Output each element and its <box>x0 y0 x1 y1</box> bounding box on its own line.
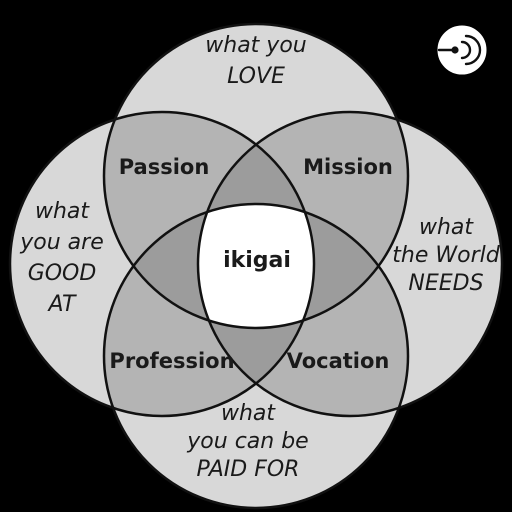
paid-for-label-line3: PAID FOR <box>197 457 300 482</box>
paid-for-label-line2: you can be <box>186 429 308 454</box>
love-label-line1: what you <box>205 33 306 58</box>
mission-label: Mission <box>303 155 393 179</box>
podcast-icon <box>437 25 487 75</box>
love-label-line2: LOVE <box>227 64 285 89</box>
world-needs-label-line3: NEEDS <box>408 271 483 296</box>
circle-outlines <box>8 22 504 510</box>
overlap-top-left-bottom <box>104 204 314 328</box>
good-at-label-line2: you are <box>19 230 103 255</box>
overlap-top-left-right <box>198 112 314 328</box>
passion-label: Passion <box>119 155 210 179</box>
world-needs-label-line2: the World <box>392 243 500 268</box>
overlap-bottom-left-right <box>198 204 314 416</box>
good-at-label-line1: what <box>35 199 90 224</box>
triple-overlap-fills <box>104 112 408 416</box>
good-at-label-line3: GOOD <box>28 261 97 286</box>
paid-for-label-line1: what <box>221 401 276 426</box>
world-needs-label-line1: what <box>419 215 474 240</box>
vocation-label: Vocation <box>287 349 390 373</box>
good-at-label-line4: AT <box>47 292 77 317</box>
overlap-top-right-bottom <box>198 204 408 328</box>
ikigai-label: ikigai <box>223 248 291 273</box>
profession-label: Profession <box>109 349 234 373</box>
